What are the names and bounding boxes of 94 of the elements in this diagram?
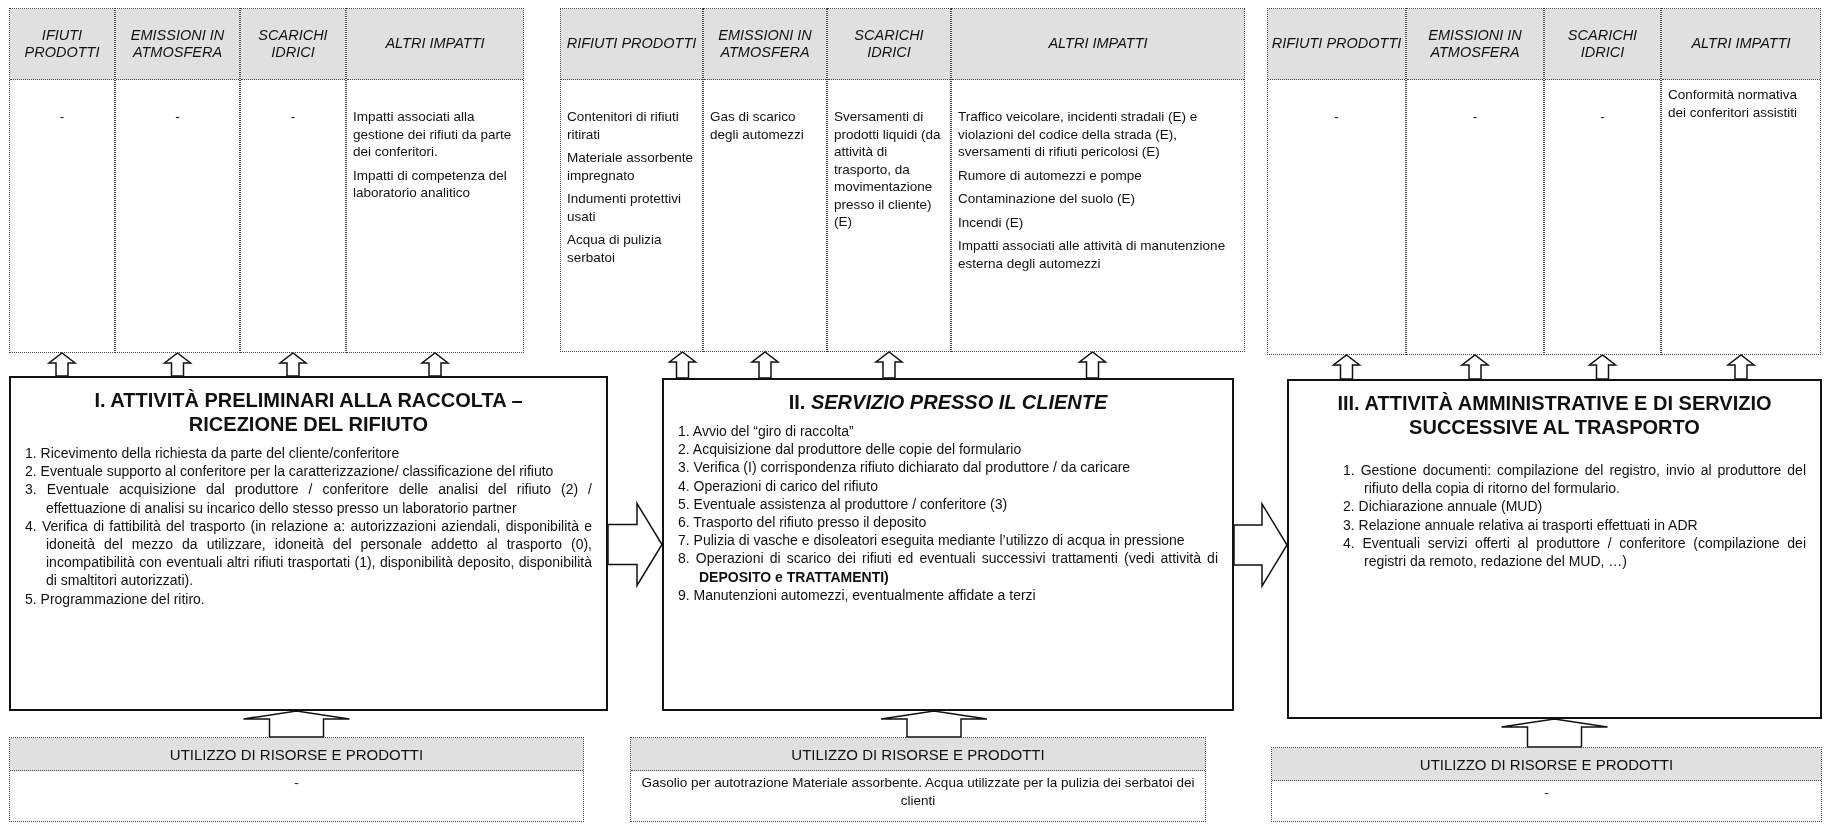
column-header: SCARICHI IDRICI [241,9,345,80]
resource-table [9,737,584,822]
process-box [9,376,608,711]
list-item: 8. Operazioni di scarico dei rifiuti ed eventuali successivi trattamenti (vedi attività di DEPOSITO e TRATTAMENTI) [678,549,1218,586]
column-header: ALTRI IMPATTI [1662,9,1820,80]
cell-text: Traffico veicolare, incidenti stradali (E) e violazioni del codice della strada (E), sversamenti di rifiuti pericolosi (E) [958,108,1199,161]
table-column [1267,8,1406,355]
block-arrow [162,352,193,377]
block-arrow [1725,354,1757,380]
cell-text: Impatti associati alle attività di manutenzione esterna degli automezzi [958,237,1227,273]
column-header: EMISSIONI IN ATMOSFERA [1407,9,1543,80]
list-item: 1. Avvio del “giro di raccolta” [678,422,855,441]
table-column [827,8,951,352]
list-item: 2. Acquisizione dal produttore delle copie del formulario [678,440,1023,459]
list-item: 5. Eventuale assistenza al produttore / conferitore (3) [678,494,1009,513]
list-item: 7. Pulizia di vasche e disoleatori eseguita mediante l’utilizzo di acqua in pressione [678,531,1186,550]
cell-text: Gas di scarico degli automezzi [710,108,805,144]
block-arrow [1233,501,1288,589]
column-header: IFIUTI PRODOTTI [10,9,114,80]
list-item: 3. Eventuale acquisizione dal produttore / conferitore delle analisi del rifiuto (2) / effettuazione di analisi su incarico dello stesso presso un laboratorio partner [25,480,592,517]
list-item: 2. Eventuale supporto al conferitore per la caratterizzazione/ classificazione del rifiuto [25,462,555,481]
list-item: 3. Verifica (I) corrispondenza rifiuto dichiarato dal produttore / da caricare [678,458,1132,477]
resource-table [1271,747,1822,822]
list-item: 4. Operazioni di carico del rifiuto [678,476,879,495]
cell-text: Rumore di automezzi e pompe [958,166,1143,185]
table-header: UTILIZZO DI RISORSE E PRODOTTI [1272,748,1821,781]
process-title: III. ATTIVITÀ AMMINISTRATIVE E DI SERVIZIO SUCCESSIVE AL TRASPORTO [1336,391,1773,439]
cell-text: Impatti di competenza del laboratorio analitico [353,166,508,202]
block-arrow [1077,351,1108,379]
list-item: 2. Dichiarazione annuale (MUD) [1343,497,1544,516]
cell-text: Incendi (E) [958,213,1025,232]
cell-text: - [1333,108,1340,126]
column-header: EMISSIONI IN ATMOSFERA [704,9,826,80]
resource-table [630,737,1206,822]
column-header: SCARICHI IDRICI [1545,9,1660,80]
column-header: ALTRI IMPATTI [952,9,1244,80]
block-arrow [1331,354,1362,380]
table-column [9,8,115,353]
cell-text: Contenitori di rifiuti ritirati [567,108,680,144]
list-item: 3. Relazione annuale relativa ai trasporti effettuati in ADR [1343,515,1699,534]
block-arrow [1587,354,1618,380]
process-box [662,378,1234,711]
cell-text: Sversamenti di prodotti liquidi (da attività di trasporto, da movimentazione presso il cliente) (E) [834,108,942,231]
table-column [346,8,524,353]
block-arrow [749,351,781,379]
cell-text: - [289,108,297,126]
list-item: 4. Verifica di fattibilità del trasporto (in relazione a: autorizzazioni aziendali, disponibilità e idoneità del mezzo da utilizzare, idoneità del personale addetto al trasporto (0), incompatibilità con eventuali altri rifiuti trasportati (1), disponibilità deposito, disponibilità di smaltitori autorizzati). [25,516,592,590]
process-title: II. SERVIZIO PRESSO IL CLIENTE [787,390,1109,414]
cell-text: Acqua di pulizia serbatoi [567,231,663,267]
block-arrow [1500,718,1609,748]
list-item: 4. Eventuali servizi offerti al produttore / conferitore (compilazione dei registri da remoto, redazione del MUD, …) [1343,533,1806,571]
table-column [240,8,346,353]
block-arrow [607,500,663,589]
column-header: SCARICHI IDRICI [828,9,950,80]
block-arrow [419,352,451,377]
cell-text: Conformità normativa dei conferitori assistiti [1668,86,1799,122]
list-item: 1. Ricevimento della richiesta da parte del cliente/conferitore [25,444,401,463]
block-arrow [873,351,905,379]
list-item: 9. Manutenzioni automezzi, eventualmente affidate a terzi [678,585,1037,604]
cell-text: - [174,108,181,126]
block-arrow [1459,354,1491,380]
block-arrow [880,710,988,738]
column-header: RIFIUTI PRODOTTI [561,9,702,80]
column-header: EMISSIONI IN ATMOSFERA [116,9,239,80]
cell-text: Materiale assorbente impregnato [567,149,695,185]
list-item: 5. Programmazione del ritiro. [25,589,206,608]
table-column [951,8,1245,352]
cell-text: - [293,774,300,792]
table-column [1544,8,1661,355]
block-arrow [667,351,698,379]
column-header: RIFIUTI PRODOTTI [1268,9,1405,80]
cell-text: - [1471,108,1479,126]
block-arrow [242,710,351,738]
process-title: I. ATTIVITÀ PRELIMINARI ALLA RACCOLTA – RICEZIONE DEL RIFIUTO [93,388,524,436]
cell-text: - [1599,108,1606,126]
table-column [703,8,827,352]
block-arrow [46,352,78,377]
table-column [1661,8,1821,355]
cell-text: - [1543,784,1550,802]
table-header: UTILIZZO DI RISORSE E PRODOTTI [631,738,1205,771]
cell-text: Impatti associati alla gestione dei rifiuti da parte dei conferitori. [353,108,513,161]
table-column [1406,8,1544,355]
block-arrow [277,352,309,377]
cell-text: Indumenti protettivi usati [567,190,683,226]
list-item: 6. Trasporto del rifiuto presso il deposito [678,512,928,532]
cell-text: Gasolio per autotrazione Materiale assorbente. Acqua utilizzate per la pulizia dei serbatoi dei clienti [640,774,1196,810]
cell-text: - [58,108,66,126]
column-header: ALTRI IMPATTI [347,9,523,80]
table-column [115,8,240,353]
cell-text: Contaminazione del suolo (E) [958,190,1137,208]
list-item: 1. Gestione documenti: compilazione del registro, invio al produttore del rifiuto della copia di ritorno del formulario. [1343,461,1806,498]
table-column [560,8,703,352]
process-box [1287,379,1822,719]
table-header: UTILIZZO DI RISORSE E PRODOTTI [10,738,583,771]
